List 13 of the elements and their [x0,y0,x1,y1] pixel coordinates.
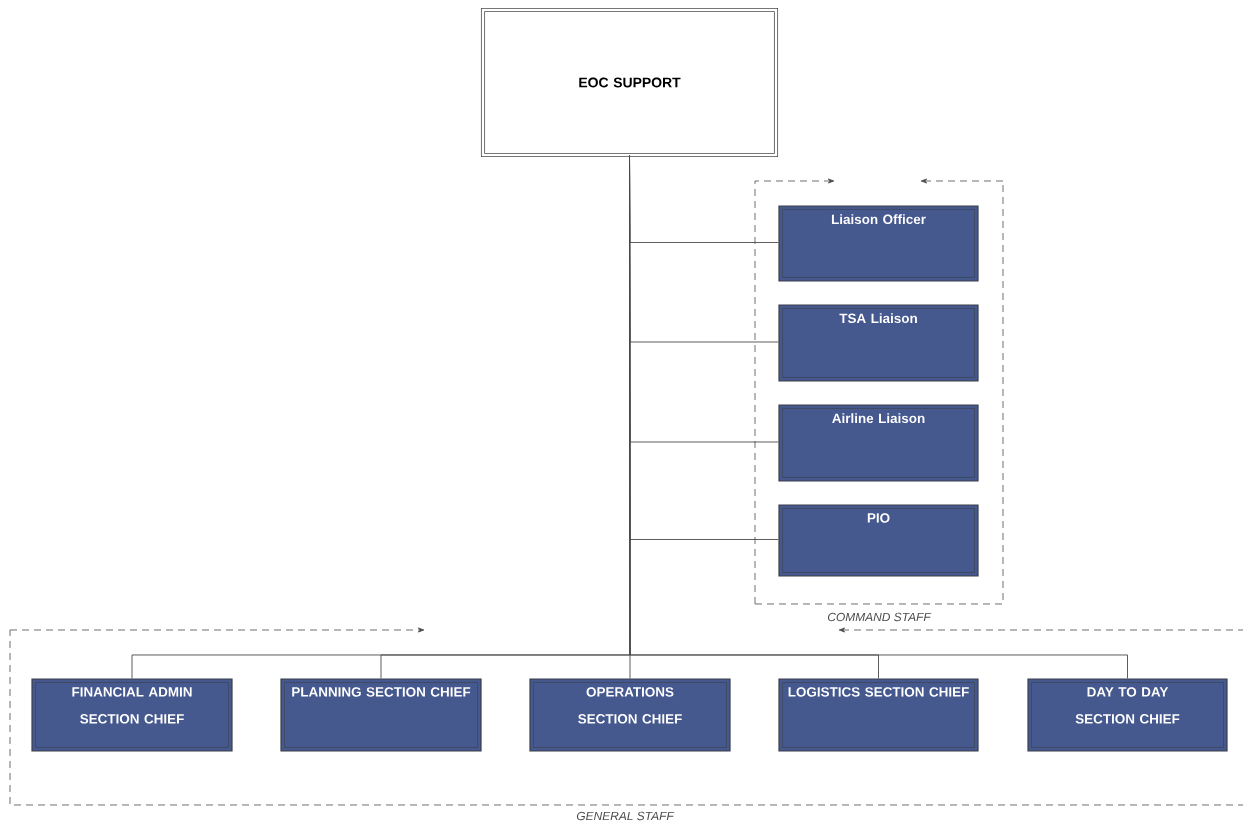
group-label: COMMAND STAFF [827,612,932,622]
role-box: LOGISTICS SECTION CHIEF [778,678,979,752]
group-label: GENERAL STAFF [576,811,675,821]
role-box: Liaison Officer [778,205,979,282]
role-box: TSA Liaison [778,304,979,382]
role-box: PIO [778,504,979,577]
role-box: FINANCIAL ADMIN SECTION CHIEF [31,678,233,752]
role-box: DAY TO DAY SECTION CHIEF [1027,678,1228,752]
role-box: Airline Liaison [778,404,979,482]
connector-line [629,154,1128,679]
role-box: PLANNING SECTION CHIEF [280,678,482,752]
top-box: EOC SUPPORT [480,7,779,158]
role-box: OPERATIONS SECTION CHIEF [529,678,731,752]
